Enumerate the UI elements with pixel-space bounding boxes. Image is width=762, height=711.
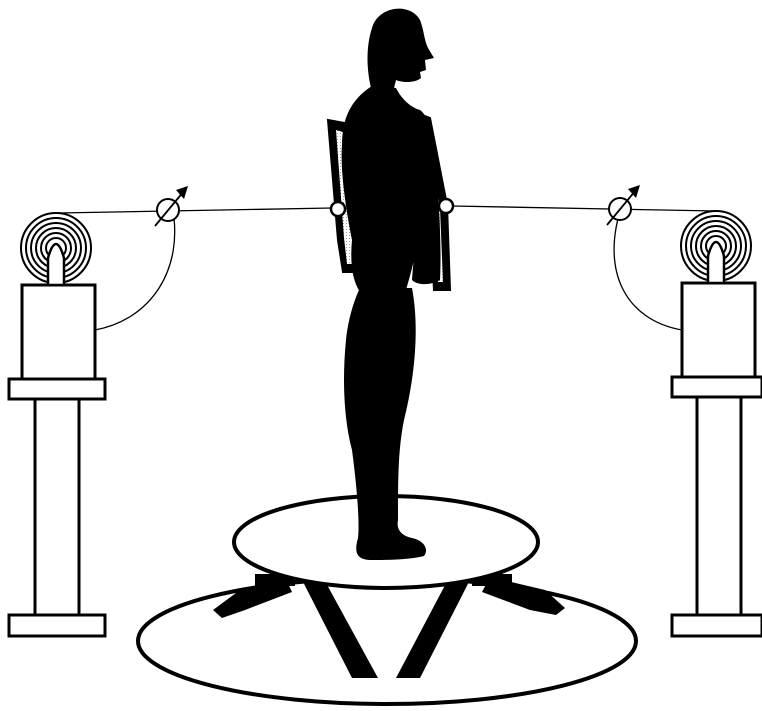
right-pedestal-cap: [672, 377, 762, 397]
left-lower-wire: [95, 205, 175, 330]
right-variable-resistor-icon: [607, 185, 640, 225]
figure-head: [368, 9, 435, 92]
left-pedestal: [9, 285, 105, 636]
right-pedestal-column: [697, 397, 741, 615]
back-contact-point: [331, 202, 345, 216]
left-coil-core: [48, 244, 64, 285]
right-pedestal: [672, 283, 762, 636]
left-pedestal-cap: [9, 379, 105, 399]
right-coil-sensor-icon: [681, 211, 751, 283]
right-upper-wire: [452, 206, 716, 211]
right-lower-wire: [614, 205, 682, 330]
right-pedestal-base: [672, 615, 762, 636]
right-sensor-box: [682, 283, 755, 377]
front-contact-point: [439, 199, 453, 213]
figure-torso: [342, 86, 441, 292]
left-pedestal-base: [9, 615, 105, 636]
base-ring: [138, 578, 636, 704]
left-pedestal-column: [35, 399, 79, 615]
left-upper-wire: [58, 208, 332, 213]
left-variable-resistor-icon: [155, 186, 188, 226]
left-sensor-box: [22, 285, 95, 379]
standing-human-silhouette-icon: [342, 9, 441, 560]
right-coil-core: [708, 242, 724, 283]
left-coil-sensor-icon: [21, 213, 91, 285]
